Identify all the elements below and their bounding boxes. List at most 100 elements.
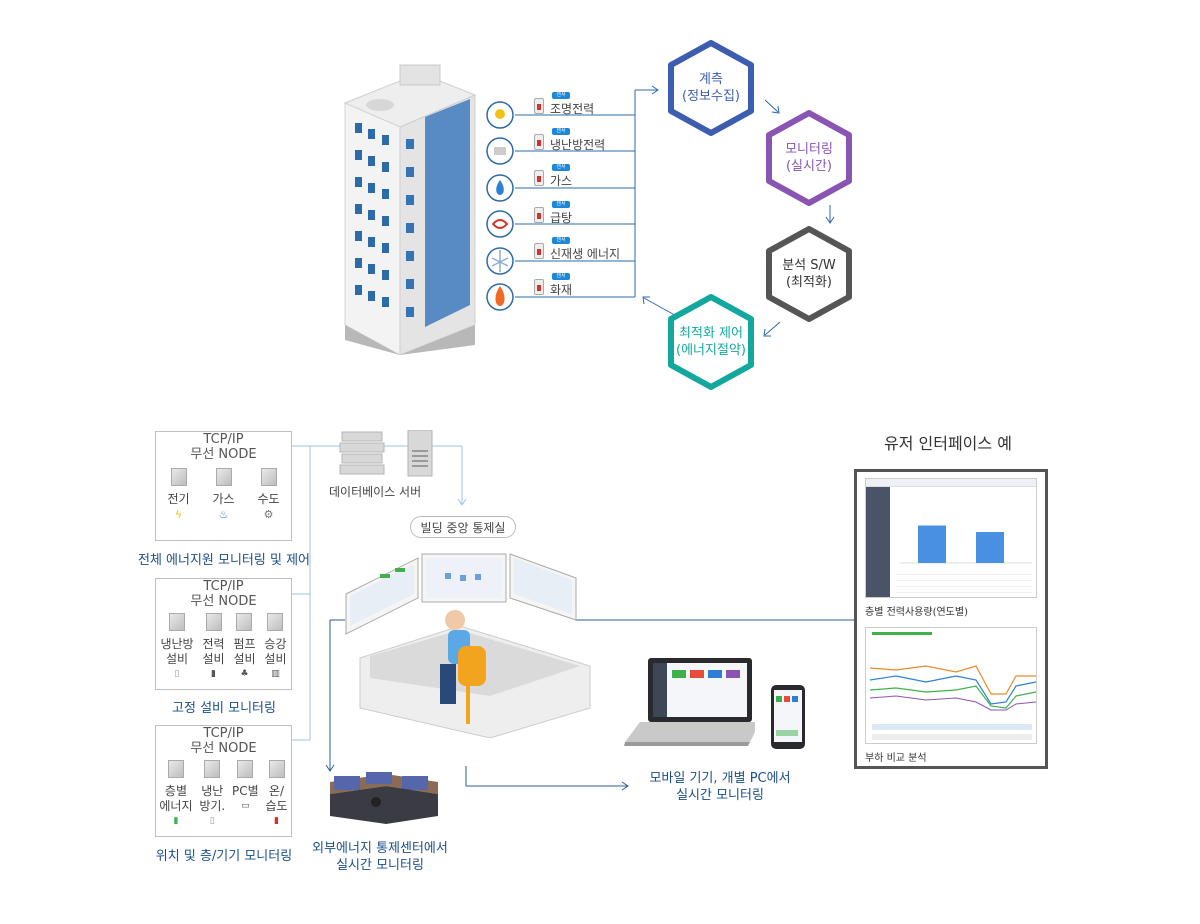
sensor-label: 급탕: [550, 211, 573, 225]
pump-icon: ♣: [240, 669, 249, 679]
lightning-icon: ϟ: [174, 508, 183, 521]
node-device: PC별▭: [232, 760, 259, 829]
smartphone-icon: [770, 684, 806, 750]
sensor-icon-column: [484, 100, 516, 320]
cycle-step-title: 계측: [699, 72, 723, 87]
aircon-icon: ▯: [209, 816, 215, 826]
sensor-label: 가스: [550, 174, 573, 188]
sensor-tag: 센서: [552, 164, 570, 171]
node-device-label: 전기: [167, 492, 190, 506]
node-device-label: 가스: [212, 492, 235, 506]
cycle-step-title: 분석 S/W: [782, 258, 836, 273]
sensor-tag: 센서: [552, 237, 570, 244]
control-room-label-text: 빌딩 중앙 통제실: [420, 521, 506, 535]
node-device-label: 펌프 설비: [233, 637, 256, 666]
node-device: 냉난방 설비 ▯: [160, 613, 194, 682]
node-protocol: TCP/IP: [203, 432, 244, 447]
chart-bar: [976, 532, 1004, 563]
ui-screen-load-compare: [865, 627, 1037, 744]
sensor-device-icon: [534, 170, 544, 186]
node-box-location: TCP/IP 무선 NODE 층별 에너지 ▮ 냉난 방기.▯ PC별▭ 온/ 습…: [155, 725, 292, 837]
flame-icon: ♨: [218, 508, 229, 521]
sensor-node-icon: [170, 468, 187, 486]
external-center-illustration: [326, 772, 444, 834]
node-caption: 전체 에너지원 모니터링 및 제어: [137, 553, 310, 568]
laptop-icon: [620, 656, 760, 748]
sensor-node-icon: [205, 613, 222, 631]
cycle-step-subtitle: (에너지절약): [676, 343, 746, 358]
floor-usage-bar-chart: [900, 525, 1032, 564]
node-device: 전기 ϟ: [167, 468, 190, 522]
ui-screen-sidebar: [866, 487, 890, 597]
sensor-node-icon: [236, 613, 253, 631]
node-device-label: 냉난방 설비: [160, 637, 194, 666]
node-device: 온/ 습도▮: [265, 760, 288, 829]
cycle-step-title: 최적화 제어: [679, 326, 743, 341]
database-server-label: 데이터베이스 서버: [329, 485, 422, 499]
aircon-icon: ▯: [174, 669, 180, 679]
sensor-device-icon: [534, 134, 544, 150]
ui-screen-caption: 층별 전력사용량(연도별): [865, 607, 968, 618]
node-device-label: 승강 설비: [264, 637, 287, 666]
building-illustration: [330, 55, 480, 356]
node-device: 전력 설비 ▮: [202, 613, 225, 682]
node-device-label: 전력 설비: [202, 637, 225, 666]
node-device: 가스 ♨: [212, 468, 235, 522]
sensor-connector-lines: [515, 85, 659, 298]
cycle-step-monitoring: 모니터링 (실시간): [764, 110, 854, 206]
sensor-label: 냉난방전력: [550, 138, 606, 152]
sensor-label: 신재생 에너지: [550, 247, 621, 261]
cycle-step-control: 최적화 제어 (에너지절약): [666, 294, 756, 390]
sensor-tag: 센서: [552, 201, 570, 208]
node-type: 무선 NODE: [190, 594, 257, 609]
database-server-icon: [338, 429, 438, 478]
power-icon: ▮: [211, 669, 216, 679]
sensor-device-icon: [534, 98, 544, 114]
sensor-node-icon: [260, 468, 277, 486]
node-device: 수도⚙: [257, 468, 280, 522]
node-caption: 고정 설비 모니터링: [172, 701, 276, 716]
sensor-device-icon: [534, 243, 544, 259]
node-box-facility: TCP/IP 무선 NODE 냉난방 설비 ▯ 전력 설비 ▮ 펌프 설비 ♣ 승강 …: [155, 578, 292, 690]
ui-screen-caption: 부하 비교 분석: [865, 753, 927, 764]
sensor-label: 조명전력: [550, 102, 595, 116]
load-compare-line-chart: [869, 665, 1036, 711]
control-room-label: 빌딩 중앙 통제실: [410, 516, 516, 538]
sensor-node-icon: [268, 760, 285, 778]
cycle-step-measure: 계측 (정보수집): [666, 40, 756, 136]
node-type: 무선 NODE: [190, 447, 257, 462]
node-device: 승강 설비 ▥: [264, 613, 287, 682]
node-device: 냉난 방기.▯: [199, 760, 225, 829]
node-caption: 위치 및 층/기기 모니터링: [155, 849, 293, 864]
chart-bar: [918, 525, 946, 563]
faucet-icon: ⚙: [263, 508, 274, 521]
control-room-illustration: [340, 548, 610, 739]
sensor-label: 화재: [550, 283, 573, 297]
ui-screen-floor-usage: [865, 478, 1037, 598]
sensor-device-icon: [534, 207, 544, 223]
cycle-step-title: 모니터링: [785, 142, 833, 157]
node-type: 무선 NODE: [190, 741, 257, 756]
cycle-step-analysis: 분석 S/W (최적화): [764, 226, 854, 322]
cycle-step-subtitle: (정보수집): [682, 89, 740, 104]
sensor-node-icon: [167, 760, 184, 778]
sensor-node-icon: [169, 613, 185, 631]
external-center-label: 외부에너지 통제센터에서 실시간 모니터링: [312, 841, 448, 873]
node-protocol: TCP/IP: [203, 726, 244, 741]
node-protocol: TCP/IP: [203, 579, 244, 594]
node-device-label: 층별 에너지: [159, 784, 193, 813]
sensor-node-icon: [215, 468, 232, 486]
sensor-tag: 센서: [552, 273, 570, 280]
sensor-tag: 센서: [552, 128, 570, 135]
sensor-node-icon: [204, 760, 221, 778]
node-device: 펌프 설비 ♣: [233, 613, 256, 682]
ui-example-title: 유저 인터페이스 예: [884, 434, 1012, 453]
elevator-icon: ▥: [271, 669, 280, 679]
battery-icon: ▮: [173, 816, 179, 826]
sensor-device-icon: [534, 279, 544, 295]
cycle-step-subtitle: (최적화): [785, 275, 833, 290]
sensor-node-icon: [267, 613, 284, 631]
ui-example-frame: 층별 전력사용량(연도별) 부하 비교 분석: [854, 469, 1048, 769]
node-device-label: PC별: [232, 784, 259, 798]
